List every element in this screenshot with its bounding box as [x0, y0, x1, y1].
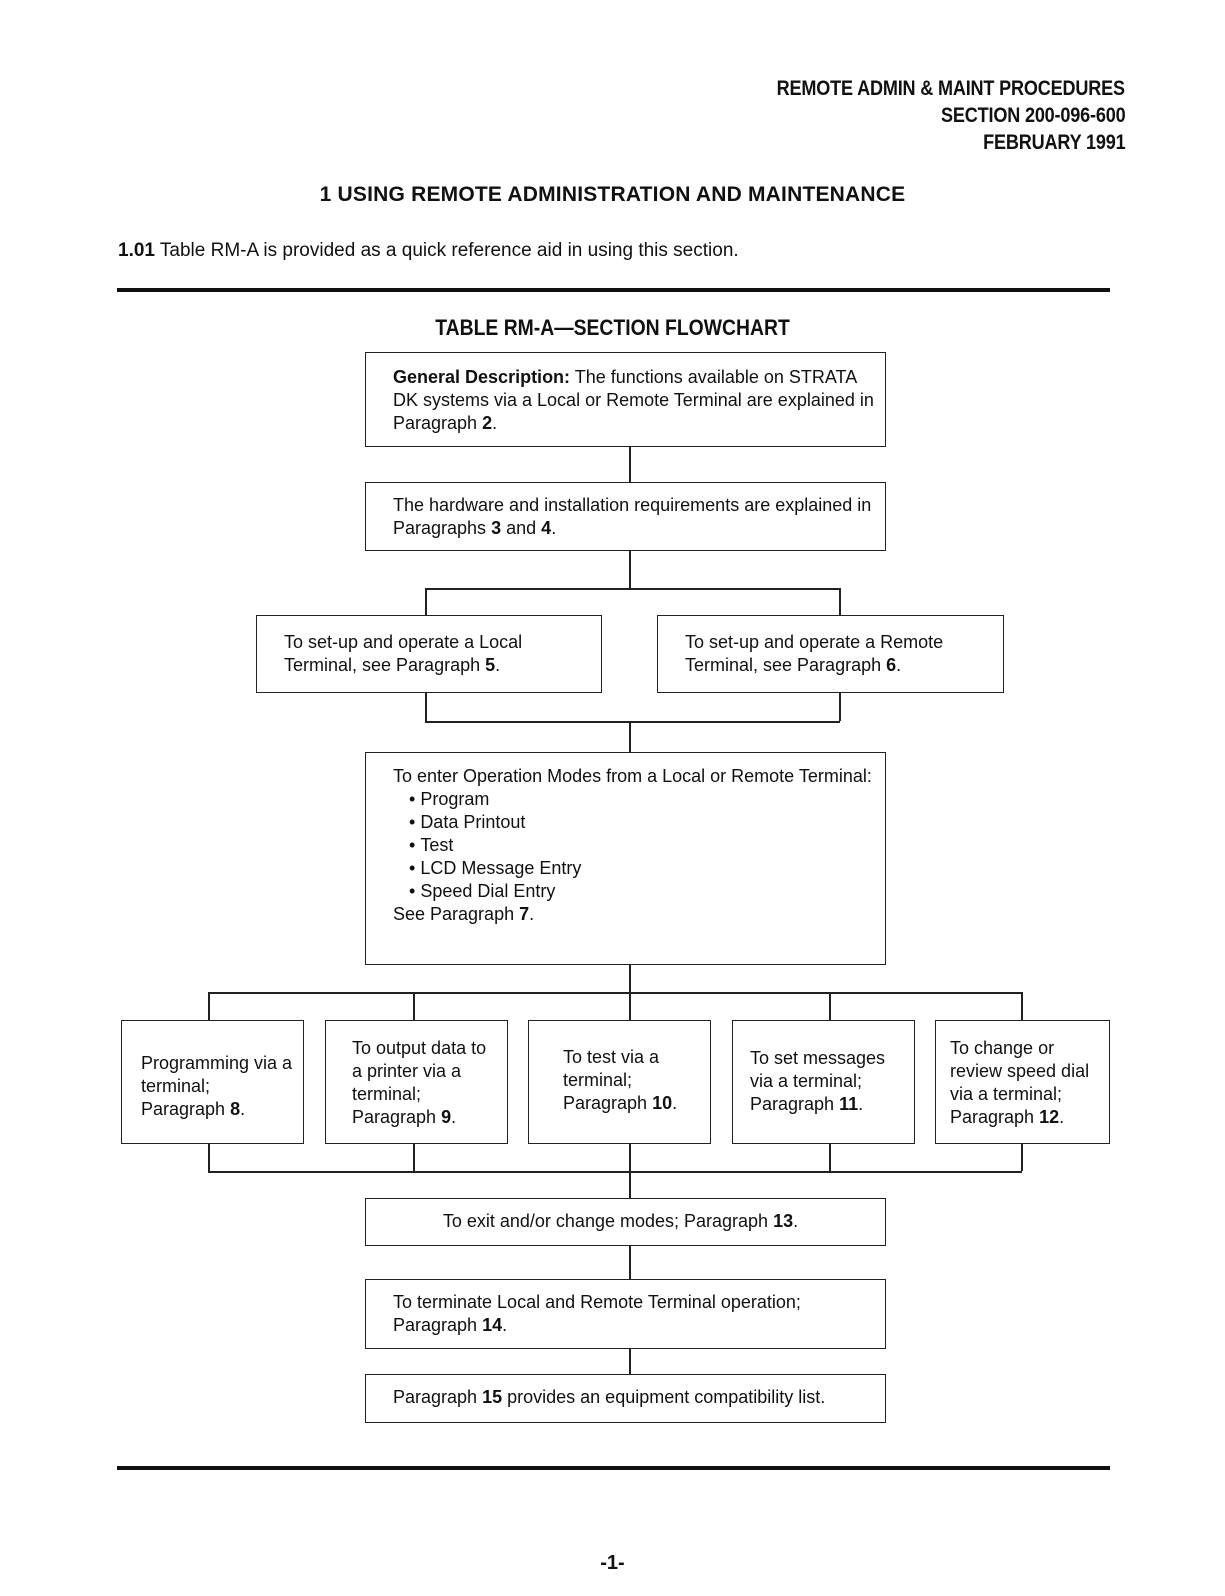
connector-line — [629, 1144, 631, 1171]
connector-line — [425, 693, 427, 721]
connector-line — [829, 992, 831, 1020]
page-number: -1- — [600, 1552, 625, 1574]
box-compatibility: Paragraph 15 provides an equipment compa… — [365, 1374, 886, 1423]
box-operation-modes: To enter Operation Modes from a Local or… — [365, 752, 886, 965]
compat-ref: 15 — [482, 1387, 503, 1407]
section-title: 1 USING REMOTE ADMINISTRATION AND MAINTE… — [319, 183, 906, 206]
test-text: To test via a terminal; Paragraph — [563, 1047, 660, 1113]
modes-item: Program — [409, 788, 875, 811]
intro-number: 1.01 — [118, 240, 155, 261]
connector-line — [413, 1144, 415, 1171]
connector-line — [629, 1349, 631, 1374]
programming-ref: 8 — [230, 1099, 241, 1119]
header-section: SECTION 200-096-600 — [940, 104, 1126, 127]
hardware-text: The hardware and installation requiremen… — [393, 495, 872, 538]
local-text: To set-up and operate a Local Terminal, … — [284, 632, 523, 675]
box-exit-modes: To exit and/or change modes; Paragraph 1… — [365, 1198, 886, 1246]
modes-item: Speed Dial Entry — [409, 880, 875, 903]
modes-item: LCD Message Entry — [409, 857, 875, 880]
terminate-end: . — [502, 1315, 508, 1335]
terminate-text: To terminate Local and Remote Terminal o… — [393, 1292, 801, 1335]
messages-ref: 11 — [839, 1094, 859, 1114]
intro-paragraph: 1.01 Table RM-A is provided as a quick r… — [118, 240, 739, 262]
box-output-data: To output data to a printer via a termin… — [325, 1020, 508, 1144]
terminate-ref: 14 — [482, 1315, 503, 1335]
table-title: TABLE RM-A—SECTION FLOWCHART — [435, 315, 790, 340]
box-hardware: The hardware and installation requiremen… — [365, 482, 886, 551]
general-end: . — [492, 413, 498, 433]
box-local-terminal: To set-up and operate a Local Terminal, … — [256, 615, 602, 693]
output-end: . — [451, 1107, 457, 1127]
connector-line — [208, 992, 1022, 994]
local-ref: 5 — [485, 655, 496, 675]
box-general-description: General Description: The functions avail… — [365, 352, 886, 447]
connector-line — [839, 693, 841, 721]
connector-line — [208, 1144, 210, 1171]
modes-see-text: See Paragraph — [393, 904, 515, 924]
modes-see: See Paragraph 7. — [393, 903, 875, 926]
hardware-end: . — [551, 518, 557, 538]
box-test: To test via a terminal; Paragraph 10. — [528, 1020, 711, 1144]
box-terminate: To terminate Local and Remote Terminal o… — [365, 1279, 886, 1349]
connector-line — [629, 447, 631, 482]
remote-ref: 6 — [886, 655, 897, 675]
remote-text: To set-up and operate a Remote Terminal,… — [685, 632, 944, 675]
speed-end: . — [1059, 1107, 1065, 1127]
connector-line — [629, 1246, 631, 1279]
header-date: FEBRUARY 1991 — [982, 131, 1125, 154]
connector-line — [1021, 1144, 1023, 1171]
exit-text: To exit and/or change modes; Paragraph — [442, 1211, 769, 1231]
connector-line — [1021, 992, 1023, 1020]
modes-item: Test — [409, 834, 875, 857]
exit-ref: 13 — [773, 1211, 794, 1231]
output-ref: 9 — [441, 1107, 452, 1127]
box-programming: Programming via a terminal; Paragraph 8. — [121, 1020, 304, 1144]
modes-item: Data Printout — [409, 811, 875, 834]
programming-end: . — [240, 1099, 246, 1119]
general-text: The functions available on STRATA DK sys… — [393, 367, 874, 433]
general-label: General Description: — [393, 367, 571, 387]
connector-line — [425, 588, 427, 615]
compat-text: provides an equipment compatibility list… — [507, 1387, 826, 1407]
connector-line — [629, 1171, 631, 1198]
remote-end: . — [896, 655, 902, 675]
box-messages: To set messages via a terminal; Paragrap… — [732, 1020, 915, 1144]
intro-text: Table RM-A is provided as a quick refere… — [159, 240, 739, 261]
test-ref: 10 — [652, 1093, 673, 1113]
connector-line — [208, 1171, 1022, 1173]
header-title: REMOTE ADMIN & MAINT PROCEDURES — [776, 77, 1125, 100]
top-rule — [117, 288, 1110, 292]
speed-ref: 12 — [1039, 1107, 1060, 1127]
connector-line — [839, 588, 841, 615]
output-text: To output data to a printer via a termin… — [352, 1038, 487, 1127]
connector-line — [629, 992, 631, 1020]
compat-pre: Paragraph — [393, 1387, 478, 1407]
connector-line — [829, 1144, 831, 1171]
connector-line — [208, 992, 210, 1020]
messages-end: . — [858, 1094, 864, 1114]
connector-line — [629, 551, 631, 588]
general-ref: 2 — [482, 413, 493, 433]
hardware-ref1: 3 — [491, 518, 502, 538]
connector-line — [629, 721, 631, 752]
modes-end: . — [529, 904, 535, 924]
hardware-mid: and — [506, 518, 537, 538]
speed-text: To change or review speed dial via a ter… — [950, 1038, 1090, 1127]
messages-text: To set messages via a terminal; Paragrap… — [750, 1048, 886, 1114]
local-end: . — [495, 655, 501, 675]
programming-text: Programming via a terminal; Paragraph — [141, 1053, 293, 1119]
modes-text: To enter Operation Modes from a Local or… — [393, 766, 872, 786]
box-speed-dial: To change or review speed dial via a ter… — [935, 1020, 1110, 1144]
connector-line — [425, 721, 840, 723]
bottom-rule — [117, 1466, 1110, 1470]
box-remote-terminal: To set-up and operate a Remote Terminal,… — [657, 615, 1004, 693]
test-end: . — [672, 1093, 678, 1113]
modes-ref: 7 — [519, 904, 530, 924]
connector-line — [413, 992, 415, 1020]
hardware-ref2: 4 — [541, 518, 552, 538]
exit-end: . — [793, 1211, 799, 1231]
modes-list: Program Data Printout Test LCD Message E… — [393, 788, 875, 903]
connector-line — [629, 965, 631, 992]
connector-line — [425, 588, 840, 590]
